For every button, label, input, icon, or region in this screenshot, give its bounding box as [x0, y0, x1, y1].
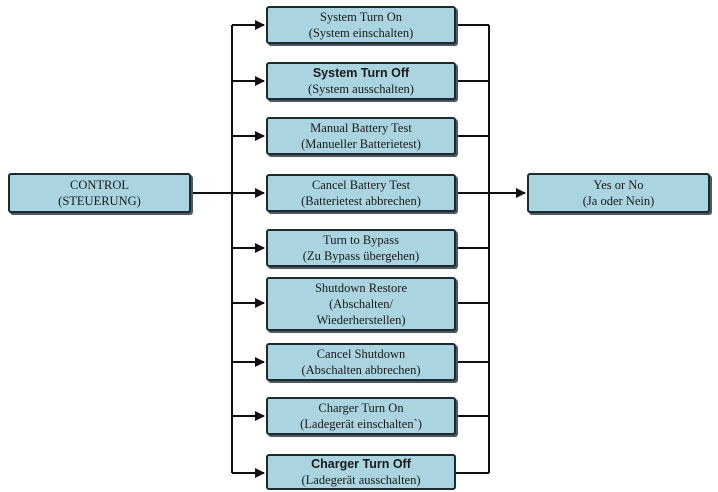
option-label: Shutdown Restore [314, 281, 407, 295]
control-node-sublabel: (STEUERUNG) [58, 194, 141, 208]
option-label: System Turn On [320, 10, 402, 24]
option-label: Turn to Bypass [323, 233, 399, 247]
option-system-turn-on: System Turn On (System einschalten) [266, 6, 456, 44]
option-manual-battery-test: Manual Battery Test (Manueller Batteriet… [266, 117, 456, 155]
option-system-turn-off: System Turn Off (System ausschalten) [266, 62, 456, 100]
option-cancel-battery-test: Cancel Battery Test (Batterietest abbrec… [266, 174, 456, 212]
option-label: Manual Battery Test [310, 121, 412, 135]
option-turn-to-bypass: Turn to Bypass (Zu Bypass übergehen) [266, 229, 456, 267]
option-sublabel: (Manueller Batterietest) [301, 137, 421, 151]
result-node-sublabel: (Ja oder Nein) [582, 194, 655, 208]
option-label: Charger Turn Off [311, 457, 411, 471]
option-shutdown-restore: Shutdown Restore (Abschalten/ Wiederhers… [266, 277, 456, 331]
control-node-label: CONTROL [69, 178, 130, 192]
option-sublabel: (Abschalten/ [329, 297, 393, 311]
option-sublabel: (Zu Bypass übergehen) [302, 249, 420, 263]
option-label: Charger Turn On [318, 401, 404, 415]
result-node-label: Yes or No [593, 178, 644, 192]
option-sublabel: (Batterietest abbrechen) [301, 194, 421, 208]
option-sublabel: (Ladegerät einschalten`) [300, 417, 422, 431]
option-sublabel-2: Wiederherstellen) [316, 313, 406, 327]
option-sublabel: (System einschalten) [308, 26, 414, 40]
result-node: Yes or No (Ja oder Nein) [527, 173, 710, 213]
option-sublabel: (Abschalten abbrechen) [301, 363, 421, 377]
control-node: CONTROL (STEUERUNG) [8, 173, 191, 213]
option-charger-turn-off: Charger Turn Off (Ladegerät ausschalten) [266, 454, 456, 490]
option-label: Cancel Shutdown [316, 347, 406, 361]
option-cancel-shutdown: Cancel Shutdown (Abschalten abbrechen) [266, 343, 456, 381]
option-sublabel: (System ausschalten) [308, 82, 414, 96]
option-charger-turn-on: Charger Turn On (Ladegerät einschalten`) [266, 397, 456, 435]
option-label: Cancel Battery Test [311, 178, 411, 192]
option-sublabel: (Ladegerät ausschalten) [301, 473, 421, 487]
option-label: System Turn Off [312, 66, 410, 80]
